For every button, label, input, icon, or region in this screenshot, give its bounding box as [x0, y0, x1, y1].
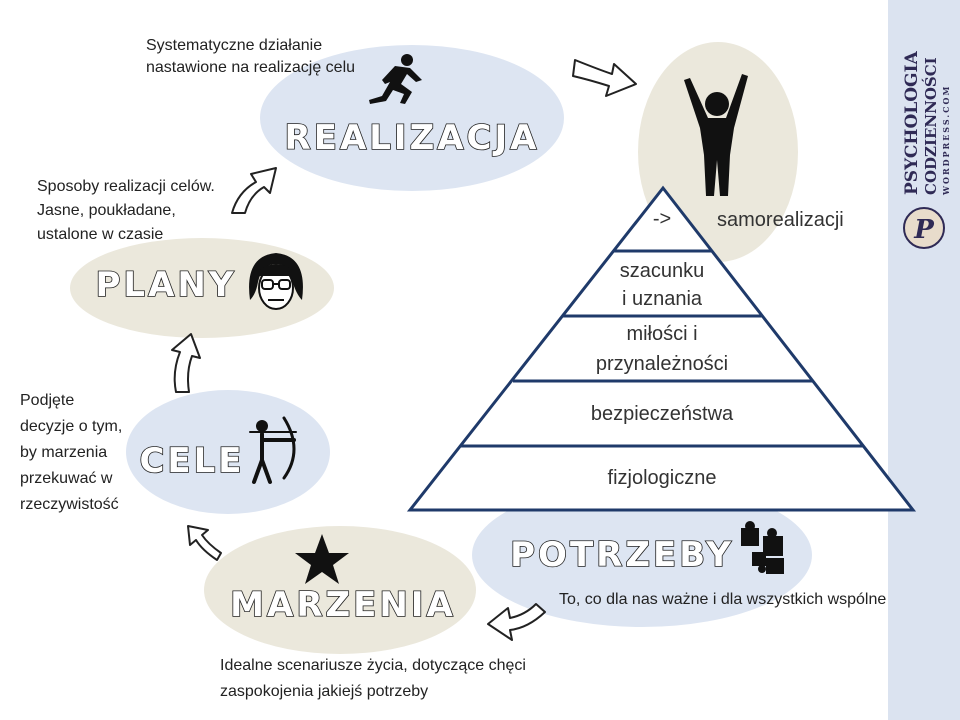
cele-label: CELE: [139, 441, 244, 481]
realizacja-description: nastawione na realizację celu: [146, 59, 355, 76]
plany-label: PLANY: [96, 265, 237, 305]
pyramid-level-3: przynależności: [596, 353, 728, 375]
cele-description: by marzenia: [20, 444, 107, 461]
marzenia-ellipse: [204, 526, 476, 654]
brand-line2: CODZIENNOŚCI: [922, 57, 940, 195]
potrzeby-description: To, co dla nas ważne i dla wszystkich ws…: [559, 591, 886, 608]
plany-description: Jasne, poukładane,: [37, 202, 176, 219]
potrzeby-label: POTRZEBY: [510, 535, 734, 575]
pyramid-level-3: miłości i: [626, 323, 697, 345]
archer-icon: [249, 416, 297, 484]
realizacja-description: Systematyczne działanie: [146, 37, 322, 54]
cele-description: przekuwać w: [20, 470, 113, 487]
arrow-icon: [171, 333, 201, 393]
pyramid-level-4: bezpieczeństwa: [591, 403, 734, 425]
pyramid-level-2: i uznania: [622, 288, 703, 310]
cele-description: rzeczywistość: [20, 496, 119, 513]
realizacja-ellipse: [260, 45, 564, 191]
arrow-icon: [231, 167, 277, 214]
arrow-icon: [572, 59, 637, 97]
marzenia-label: MARZENIA: [230, 585, 456, 625]
pyramid-outline: [406, 185, 917, 512]
sidebar-strip: [888, 0, 960, 720]
brand-line3: WORDPRESS.COM: [941, 85, 951, 196]
cele-ellipse: [126, 390, 330, 514]
brand-line1: PSYCHOLOGIA: [902, 50, 922, 195]
pyramid-top-label: samorealizacji: [717, 209, 844, 231]
person-raising-arms-icon: [684, 74, 748, 196]
pyramid-level-5: fizjologiczne: [608, 467, 717, 489]
star-icon: [295, 534, 349, 584]
marzenia-description: zaspokojenia jakiejś potrzeby: [220, 683, 428, 700]
arrow-icon: [187, 525, 222, 561]
cele-description: decyzje o tym,: [20, 418, 122, 435]
pyramid-level-2: szacunku: [620, 260, 705, 282]
branding: PSYCHOLOGIA CODZIENNOŚCI WORDPRESS.COM P: [902, 50, 951, 249]
plany-description: ustalone w czasie: [37, 226, 163, 243]
potrzeby-ellipse: [472, 483, 812, 627]
marzenia-description: Idealne scenariusze życia, dotyczące chę…: [220, 657, 526, 674]
plany-description: Sposoby realizacji celów.: [37, 178, 215, 195]
brand-logo-letter: P: [913, 215, 935, 245]
arrow-icon: [487, 603, 546, 641]
maslow-pyramid: -> szacunku i uznania miłości i przynale…: [406, 185, 917, 512]
cele-description: Podjęte: [20, 392, 74, 409]
puzzle-icon: [741, 521, 784, 574]
pyramid-level-1: ->: [653, 208, 671, 230]
running-man-icon: [369, 54, 422, 104]
realizacja-label: REALIZACJA: [285, 118, 540, 158]
woman-face-icon: [249, 253, 303, 310]
brand-logo: [903, 207, 945, 249]
